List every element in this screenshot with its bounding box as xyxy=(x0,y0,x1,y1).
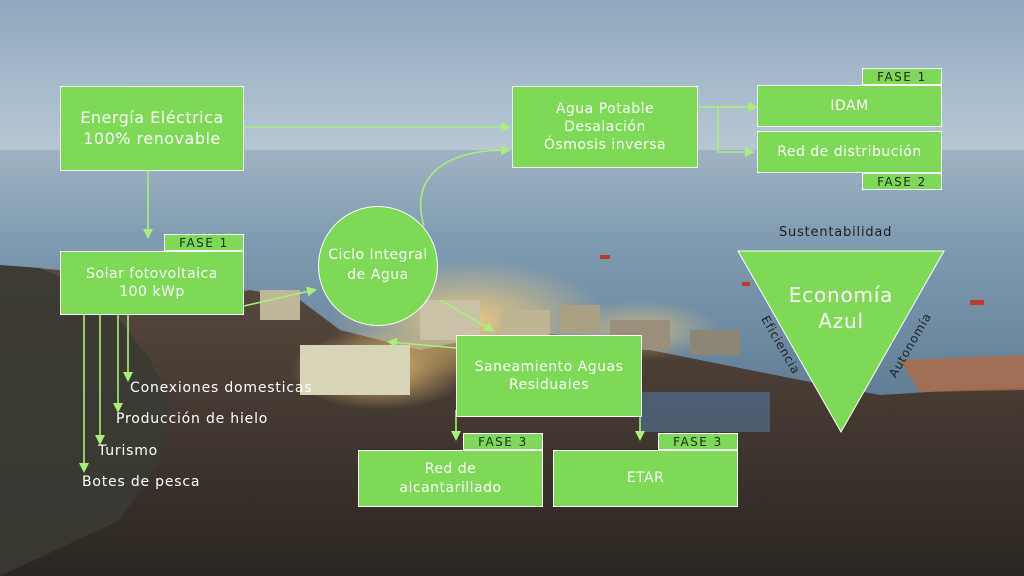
solar-phase-badge: FASE 1 xyxy=(164,234,244,251)
energy-box: Energía Eléctrica 100% renovable xyxy=(60,86,244,171)
solar-line2: 100 kWp xyxy=(119,284,185,300)
sanitation-line1: Saneamiento Aguas xyxy=(474,358,624,375)
sewer-network-box: Red de alcantarillado xyxy=(358,450,543,507)
etar-box: ETAR xyxy=(553,450,738,507)
idam-box: IDAM xyxy=(757,85,942,127)
water-line3: Ósmosis inversa xyxy=(543,137,667,154)
arrow-ciclo-agua xyxy=(419,145,511,227)
energy-line1: Energía Eléctrica xyxy=(80,107,224,127)
distribution-network-box: Red de distribución xyxy=(757,131,942,173)
etar-phase-badge: FASE 3 xyxy=(658,433,738,450)
solar-line1: Solar fotovoltaica xyxy=(86,265,218,282)
cycle-line2: de Agua xyxy=(347,267,409,283)
blue-economy-line1: Economía xyxy=(788,283,894,307)
arrow-ciclo-saneamiento xyxy=(439,299,495,332)
cycle-line1: Ciclo Integral xyxy=(328,247,428,264)
arrow-agua-red-distribucion xyxy=(717,107,755,157)
idam-label: IDAM xyxy=(830,97,869,114)
water-line2: Desalación xyxy=(564,118,646,135)
wastewater-sanitation-box: Saneamiento Aguas Residuales xyxy=(456,335,642,417)
use-label-botes: Botes de pesca xyxy=(82,474,201,490)
blue-economy-line2: Azul xyxy=(818,309,864,333)
sewer-line2: alcantarillado xyxy=(399,479,502,496)
sustainability-label: Sustentabilidad xyxy=(779,225,893,240)
solar-box: Solar fotovoltaica 100 kWp xyxy=(60,251,244,315)
arrow-saneamiento-ciclo xyxy=(387,337,457,349)
arrow-solar-ciclo xyxy=(243,286,317,307)
blue-economy-title: Economía Azul xyxy=(770,282,912,334)
distribution-network-label: Red de distribución xyxy=(777,143,922,160)
use-label-turismo: Turismo xyxy=(98,443,159,459)
sewer-line1: Red de xyxy=(424,461,477,478)
sewer-phase-badge: FASE 3 xyxy=(463,433,543,450)
water-line1: Agua Potable xyxy=(555,100,655,117)
etar-label: ETAR xyxy=(626,470,665,487)
blue-economy-triangle xyxy=(737,250,945,434)
distribution-phase-badge: FASE 2 xyxy=(862,173,942,190)
sanitation-line2: Residuales xyxy=(508,377,590,393)
use-label-conexiones: Conexiones domesticas xyxy=(130,380,313,396)
water-box: Agua Potable Desalación Ósmosis inversa xyxy=(512,86,698,168)
energy-line2: 100% renovable xyxy=(83,128,221,148)
integral-water-cycle-circle: Ciclo Integral de Agua xyxy=(318,206,438,326)
use-label-hielo: Producción de hielo xyxy=(116,411,269,427)
idam-phase-badge: FASE 1 xyxy=(862,68,942,85)
